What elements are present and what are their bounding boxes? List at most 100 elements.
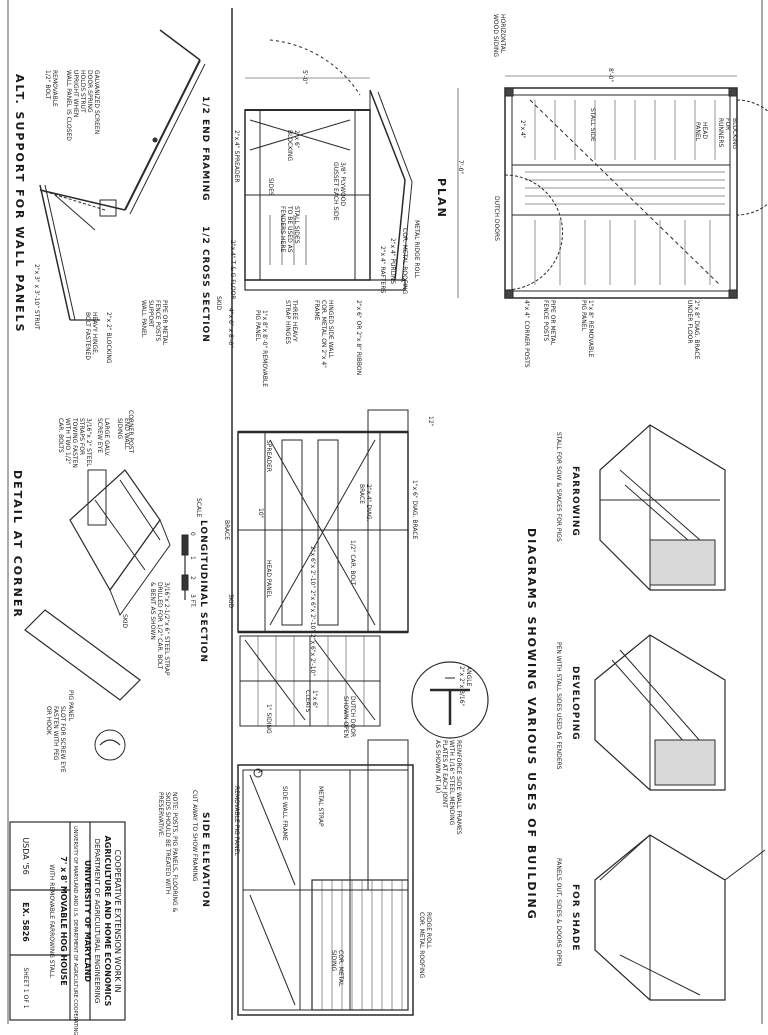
cross-section-view: [244, 39, 413, 291]
pipe-posts-plan-label: PIPE OR METAL FENCE POSTS: [542, 300, 556, 346]
tb-line4: UNIVERSITY OF MARYLAND: [83, 859, 92, 983]
tb-project-subtitle: WITH REMOVABLE FARROWING STALL: [48, 864, 55, 978]
plan-width-dimension: 8'-0": [607, 68, 614, 83]
bottom-strap-label: 3/16"x 2-1/2"x 6" STEEL STRAP DRILLED FO…: [149, 582, 170, 676]
use-caption-shade: PANELS OUT, SIDES & DOORS OPEN: [555, 858, 562, 967]
purlins-label: 2"x 4" PURLINS: [389, 238, 396, 285]
strap-hinges-label: THREE HEAVY STRAP HINGES: [284, 300, 298, 345]
tb-line2: AGRICULTURE AND HOME ECONOMICS: [103, 835, 112, 1007]
tb-usda: USDA '56: [21, 837, 30, 875]
side-elevation-subtitle: CUT AWAY TO SHOW FRAMING: [191, 790, 198, 882]
skid-size-label: 4"x 6" x 8'-0": [227, 308, 234, 349]
ribbon-label: 2"x 6" OR 2"x 8" RIBBON: [355, 300, 362, 376]
mark-a-label: A: [256, 769, 263, 774]
side-wall-frame-label: SIDE WALL FRAME: [281, 786, 288, 841]
removable-bolt-label: REMOVABLE 1/2" BOLT: [44, 70, 58, 107]
screen-door-spring-label: GALVANIZED SCREEN DOOR SPRING HOLDS STRU…: [65, 70, 100, 141]
long-skid-label: SKID: [227, 594, 234, 609]
alt-support-title: ALT. SUPPORT FOR WALL PANELS: [13, 74, 26, 334]
tb-ex-number: EX. 5826: [21, 902, 30, 942]
cross-5ft-dimension: 5'-0": [301, 70, 308, 85]
alt-support-view: [39, 29, 206, 321]
corner-posts-label: 4"x 4" CORNER POSTS: [523, 300, 530, 368]
cross-skid-label: SKID: [215, 296, 222, 311]
side-elevation-title: SIDE ELEVATION: [200, 812, 210, 908]
tb-line5: UNIVERSITY OF MARYLAND AND U.S. DEPARTME…: [72, 826, 78, 1035]
spreader-label: 2"x 4" SPREADER: [233, 130, 240, 183]
scale-tick-0: 0: [189, 532, 196, 536]
title-block-frame: [9, 821, 126, 1021]
sides-label: SIDES: [267, 178, 274, 196]
long-spreader-label: SPREADER: [265, 440, 272, 473]
use-caption-developing: PEN WITH STALL SIDES USED AS FENDERS: [555, 642, 562, 770]
floor-label: 2"x 4" T & G FLOOR: [229, 240, 236, 300]
diag-brace-label: 2"x 8" DIAG. BRACE UNDER FLOOR: [686, 300, 700, 360]
use-diagram-farrowing: [599, 424, 726, 591]
long-head-panel-label: HEAD PANEL: [265, 560, 272, 598]
heavy-hinge-label: HEAVY HINGE, BOLT FASTENED: [84, 312, 98, 360]
plan-title: PLAN: [435, 178, 448, 219]
scale-bar: [181, 534, 189, 600]
tb-line1: COOPERATIVE EXTENSION WORK IN: [113, 849, 122, 993]
dim-10-label: 10": [257, 508, 264, 519]
strut-label: 2"x 3" x 3'-10" STRUT: [33, 264, 40, 330]
screw-eye-slot-label: SLOT FOR SCREW EYE FASTEN WITH PEG OR HO…: [45, 706, 66, 773]
framing-members-label: 2"x 6"x 2'-10" 2"x 6"x 2'-10" 2"x 6"x 2'…: [309, 546, 316, 677]
side-elevation-view: [237, 739, 414, 1016]
plan-view: [457, 75, 768, 299]
dutch-doors-label: DUTCH DOORS: [493, 196, 500, 241]
dim-12-label: 12": [427, 416, 434, 427]
use-diagram-developing: [594, 634, 726, 791]
blocking-label: BLOCKING FOR RUNNERS: [717, 118, 738, 149]
end-framing-title: 1/2 END FRAMING: [200, 96, 210, 202]
use-title-developing: DEVELOPING: [570, 666, 580, 741]
ridge-roll-side-label: RIDGE ROLL COR. METAL ROOFING: [418, 912, 432, 979]
removable-pig-panel-label: 1"x 8"x 8'-0" REMOVABLE PIG PANEL: [254, 310, 268, 388]
removable-pig-panel-plan-label: 1"x 8" REMOVABLE PIG PANEL: [580, 300, 594, 358]
longitudinal-section-view: [237, 409, 409, 727]
metal-strap-label: METAL STRAP: [317, 786, 324, 827]
angle-label: ANGLE 2"x 2"x 3/16": [458, 666, 472, 707]
corner-pig-panel-label: PIG PANEL: [67, 690, 74, 721]
tb-sheet: SHEET 1 OF 1: [22, 967, 29, 1009]
removable-pig-panel-side-label: REMOVABLE PIG PANEL: [233, 786, 240, 856]
diag-brace-4-label: 2"x 4" DIAG. BRACE: [358, 484, 372, 522]
cross-section-title: 1/2 CROSS SECTION: [200, 226, 210, 343]
rafters-label: 2"x 4" RAFTERS: [379, 246, 386, 294]
scale-tick-1: 1: [189, 556, 196, 560]
long-brace-label: BRACE: [223, 520, 230, 541]
diag-brace-6-label: 1"x 6" DIAG. BRACE: [411, 480, 418, 540]
corner-detail-view: [24, 469, 171, 761]
reinforce-label: REINFORCE SIDE WALL FRAMES WITH 1/16" ST…: [434, 740, 462, 835]
sheet-frame: [7, 0, 763, 1024]
hinged-side-wall-label: HINGED SIDE WALL COR. METAL ON 2"x 4" FR…: [313, 300, 334, 368]
scale-tick-3: 3 FT.: [189, 594, 196, 608]
plan-2x4-label: 2"x 4": [519, 120, 526, 139]
corner-skid-label: SKID: [121, 614, 128, 629]
pipe-posts-label: PIPE OR METAL FENCE POSTS SUPPORT WALL P…: [140, 300, 168, 346]
end-wall-siding-label: END WALL SIDING: [116, 418, 130, 450]
use-diagram-shade: [594, 834, 766, 1001]
dutch-door-open-label: DUTCH DOOR SHOWN OPEN: [342, 696, 356, 738]
ridge-roll-label: METAL RIDGE ROLL: [413, 220, 420, 279]
horizontal-siding-label: HORIZONTAL WOOD SIDING: [492, 14, 506, 58]
stall-side-label: STALL SIDE: [589, 108, 596, 142]
metal-siding-label: COR. METAL SIDING: [330, 950, 344, 987]
roofing-label: COR. METAL ROOFING: [401, 228, 408, 295]
use-caption-farrowing: STALL FOR SOW & SPACES FOR PIGS: [555, 432, 562, 542]
scale-label: SCALE: [195, 498, 202, 518]
tb-project-title: 7' x 8' MOVABLE HOG HOUSE: [59, 856, 68, 986]
cleats-label: 1"x 6" CLEATS: [304, 690, 318, 713]
use-title-shade: FOR SHADE: [570, 884, 580, 952]
head-panel-label: HEAD PANEL: [694, 122, 708, 141]
use-title-farrowing: FARROWING: [570, 466, 580, 537]
screw-eye-label: LARGE GALV. SCREW EYE: [96, 418, 110, 457]
plywood-gusset-label: 3/8" PLYWOOD GUSSET EACH SIDE: [332, 162, 346, 221]
diagrams-title: DIAGRAMS SHOWING VARIOUS USES OF BUILDIN…: [525, 528, 538, 921]
plan-length-dimension: 7'-0": [457, 160, 464, 175]
siding-label: 1" SIDING: [265, 704, 272, 734]
alt-blocking-label: 2"x 2" BLOCKING: [105, 312, 112, 364]
joint-detail: [411, 661, 489, 739]
cross-blocking-label: 2"x 6" BLOCKING: [286, 130, 300, 161]
scale-tick-2: 2: [189, 576, 196, 580]
